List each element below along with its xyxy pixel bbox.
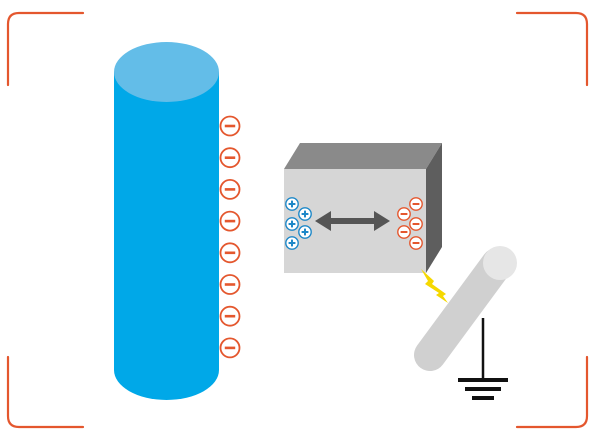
negative-charge-icon <box>219 305 241 327</box>
negative-charge-icon <box>219 274 241 295</box>
cylinder-negative-charges <box>219 115 241 359</box>
positive-charge-icon <box>298 225 312 239</box>
ground-line-2 <box>465 387 501 391</box>
negative-charge-icon <box>219 337 241 359</box>
negative-charge-icon <box>409 197 423 211</box>
charged-cylinder <box>114 42 219 400</box>
ground-line-1 <box>458 378 508 382</box>
frame-corner-bottom-right <box>515 355 589 429</box>
cylinder-top <box>114 42 219 102</box>
grounded-rod <box>414 246 517 378</box>
frame-corner-top-right <box>515 11 589 87</box>
charge-separation-arrow-icon <box>315 211 390 231</box>
negative-charge-icon <box>219 147 241 169</box>
negative-charge-icon <box>219 242 241 264</box>
arrow-shaft <box>328 218 378 224</box>
cylinder-bottom <box>114 340 219 400</box>
positive-charge-icon <box>285 197 299 211</box>
block-positive-charges <box>285 197 312 250</box>
arrow-head-left <box>315 211 331 231</box>
positive-charge-icon <box>285 236 299 250</box>
negative-charge-icon <box>219 178 241 200</box>
cylinder-body <box>114 72 219 370</box>
ground-symbol-icon <box>458 378 508 400</box>
negative-charge-icon <box>409 236 423 250</box>
negative-charge-icon <box>219 115 241 137</box>
frame-corner-top-left <box>6 11 85 87</box>
block-top-face <box>284 143 442 169</box>
lightning-spark-icon <box>421 269 448 303</box>
frame-corner-bottom-left <box>6 355 85 429</box>
ground-line-3 <box>472 396 494 400</box>
negative-charge-icon <box>409 217 423 231</box>
arrow-head-right <box>374 211 390 231</box>
negative-charge-icon <box>219 210 241 232</box>
positive-charge-icon <box>298 207 312 221</box>
block-negative-charges <box>397 197 423 250</box>
rod-body <box>414 248 513 371</box>
block-side-face <box>426 143 442 273</box>
negative-charge-icon <box>397 207 411 221</box>
corner-bracket-frame-icon <box>6 11 589 429</box>
negative-charge-icon <box>397 225 411 239</box>
rod-end-cap <box>483 246 517 280</box>
positive-charge-icon <box>285 217 299 231</box>
